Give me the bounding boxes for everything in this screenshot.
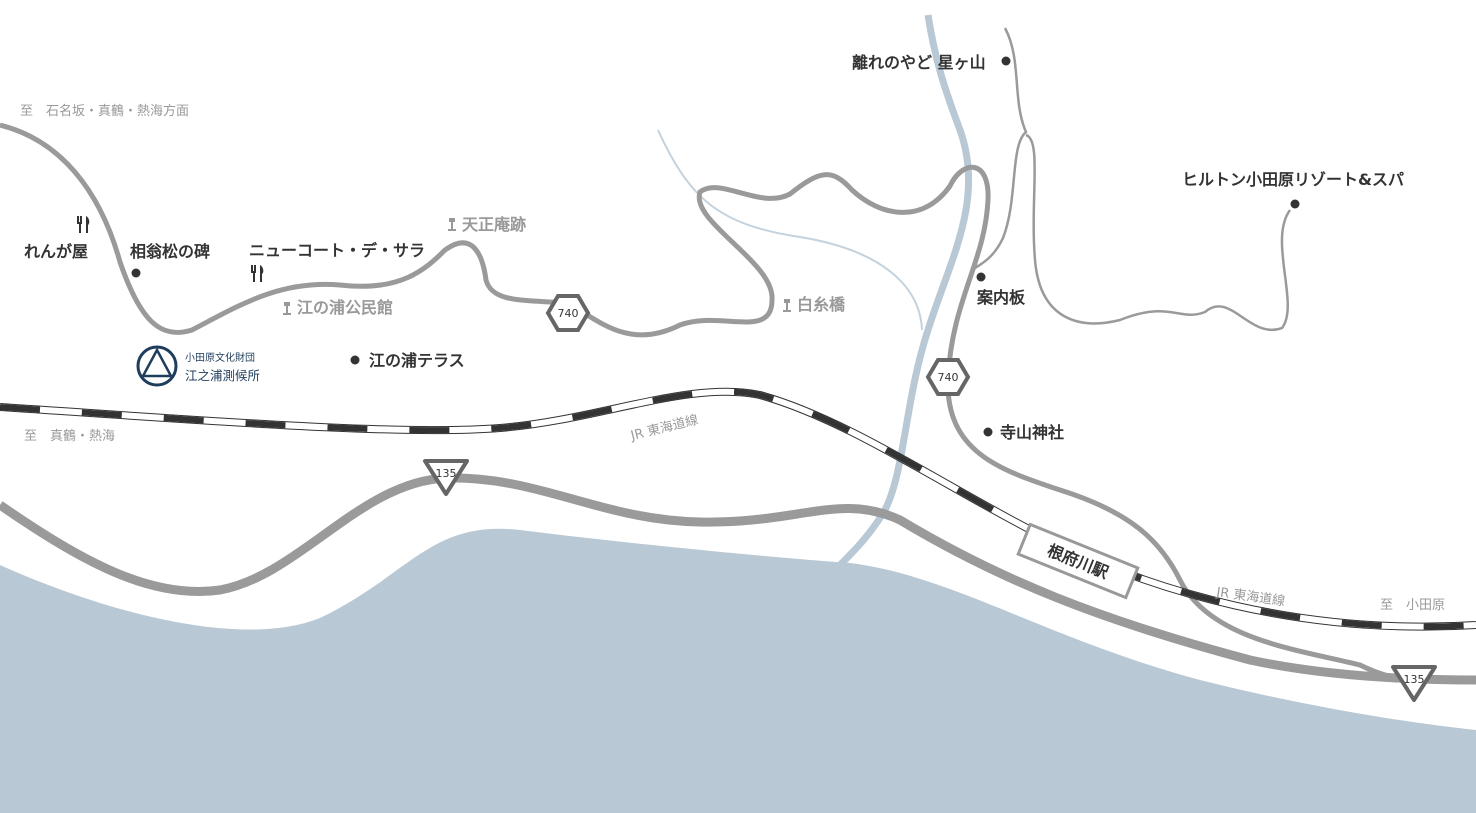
direction-w: 至 真鶴・熱海 (24, 428, 115, 444)
enoura-observatory-logo[interactable]: 小田原文化財団 江之浦測候所 (136, 345, 260, 387)
poi-dot (131, 268, 141, 278)
restaurant-icon (77, 216, 90, 233)
restaurant-icon (251, 265, 264, 282)
route-740-shield: 740 (545, 294, 591, 332)
svg-text:740: 740 (938, 371, 959, 384)
route-740-shield: 740 (925, 358, 971, 396)
place-shiraito[interactable]: 白糸橋 (797, 295, 846, 314)
poi-dot (976, 272, 986, 282)
place-annai[interactable]: 案内板 (976, 288, 1026, 307)
svg-text:740: 740 (558, 307, 579, 320)
river-branch (657, 129, 923, 331)
landmark-icon (283, 302, 291, 315)
place-tensho[interactable]: 天正庵跡 (462, 215, 526, 234)
logo-org: 小田原文化財団 (185, 351, 255, 364)
place-hilton[interactable]: ヒルトン小田原リゾート&スパ (1182, 170, 1404, 189)
place-aio[interactable]: 相翁松の碑 (130, 242, 210, 261)
place-hanare[interactable]: 離れのやど 星ヶ山 (852, 53, 986, 72)
poi-dot (350, 355, 360, 365)
road-740 (0, 122, 1416, 683)
logo-name: 江之浦測候所 (185, 368, 260, 383)
road-hilton (1025, 133, 1292, 332)
place-kominkan[interactable]: 江の浦公民館 (297, 298, 393, 317)
svg-text:135: 135 (436, 467, 457, 480)
poi-dot (1290, 199, 1300, 209)
poi-dot (983, 427, 993, 437)
landmark-icon (448, 218, 456, 231)
poi-dot (1001, 56, 1011, 66)
landmark-icon (783, 299, 791, 312)
place-terayama[interactable]: 寺山神社 (1000, 423, 1064, 442)
road-hanare (974, 27, 1028, 270)
direction-nw: 至 石名坂・真鶴・熱海方面 (20, 103, 189, 119)
sea (0, 528, 1476, 813)
place-terrace[interactable]: 江の浦テラス (369, 351, 465, 370)
place-renga[interactable]: れんが屋 (24, 242, 88, 261)
svg-text:135: 135 (1404, 673, 1425, 686)
place-newcourt[interactable]: ニューコート・デ・サラ (249, 241, 425, 260)
route-135-shield: 135 (423, 459, 469, 496)
direction-e: 至 小田原 (1380, 598, 1445, 613)
jr-tokaido-line (0, 387, 1476, 631)
rail-label: JR 東海道線 (628, 412, 700, 444)
route-135-shield: 135 (1391, 665, 1437, 702)
road-135 (0, 473, 1476, 685)
